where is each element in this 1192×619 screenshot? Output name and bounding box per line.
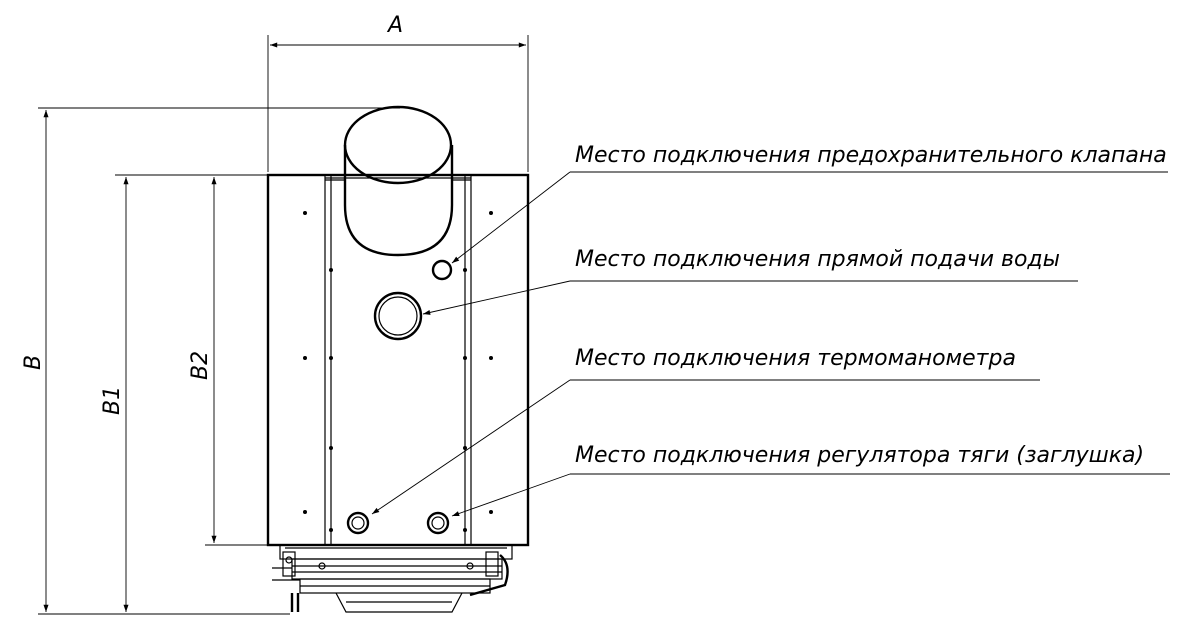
port-water-supply [373,291,423,341]
port-thermomanometer [346,511,370,535]
dimension-b-label: B [21,355,46,370]
callout-draft-regulator: Место подключения регулятора тяги (заглу… [575,443,1144,468]
dimension-b2: B2 [188,177,268,546]
boiler-base [272,544,513,613]
dimension-b1: B1 [100,174,268,612]
callout-thermomanometer: Место подключения термоманометра [575,346,1016,371]
dimension-b1-label: B1 [100,386,125,415]
callout-water-supply: Место подключения прямой подачи воды [575,247,1060,272]
dimension-b: B [21,107,400,615]
dimension-b2-label: B2 [188,351,213,380]
dimension-a: A [267,13,529,172]
port-safety-valve [431,259,453,281]
dimension-a-label: A [386,13,403,38]
callout-safety-valve: Место подключения предохранительного кла… [575,143,1167,168]
callout-leaders [371,171,1170,517]
port-draft-regulator [426,511,450,535]
boiler-body [266,105,530,547]
